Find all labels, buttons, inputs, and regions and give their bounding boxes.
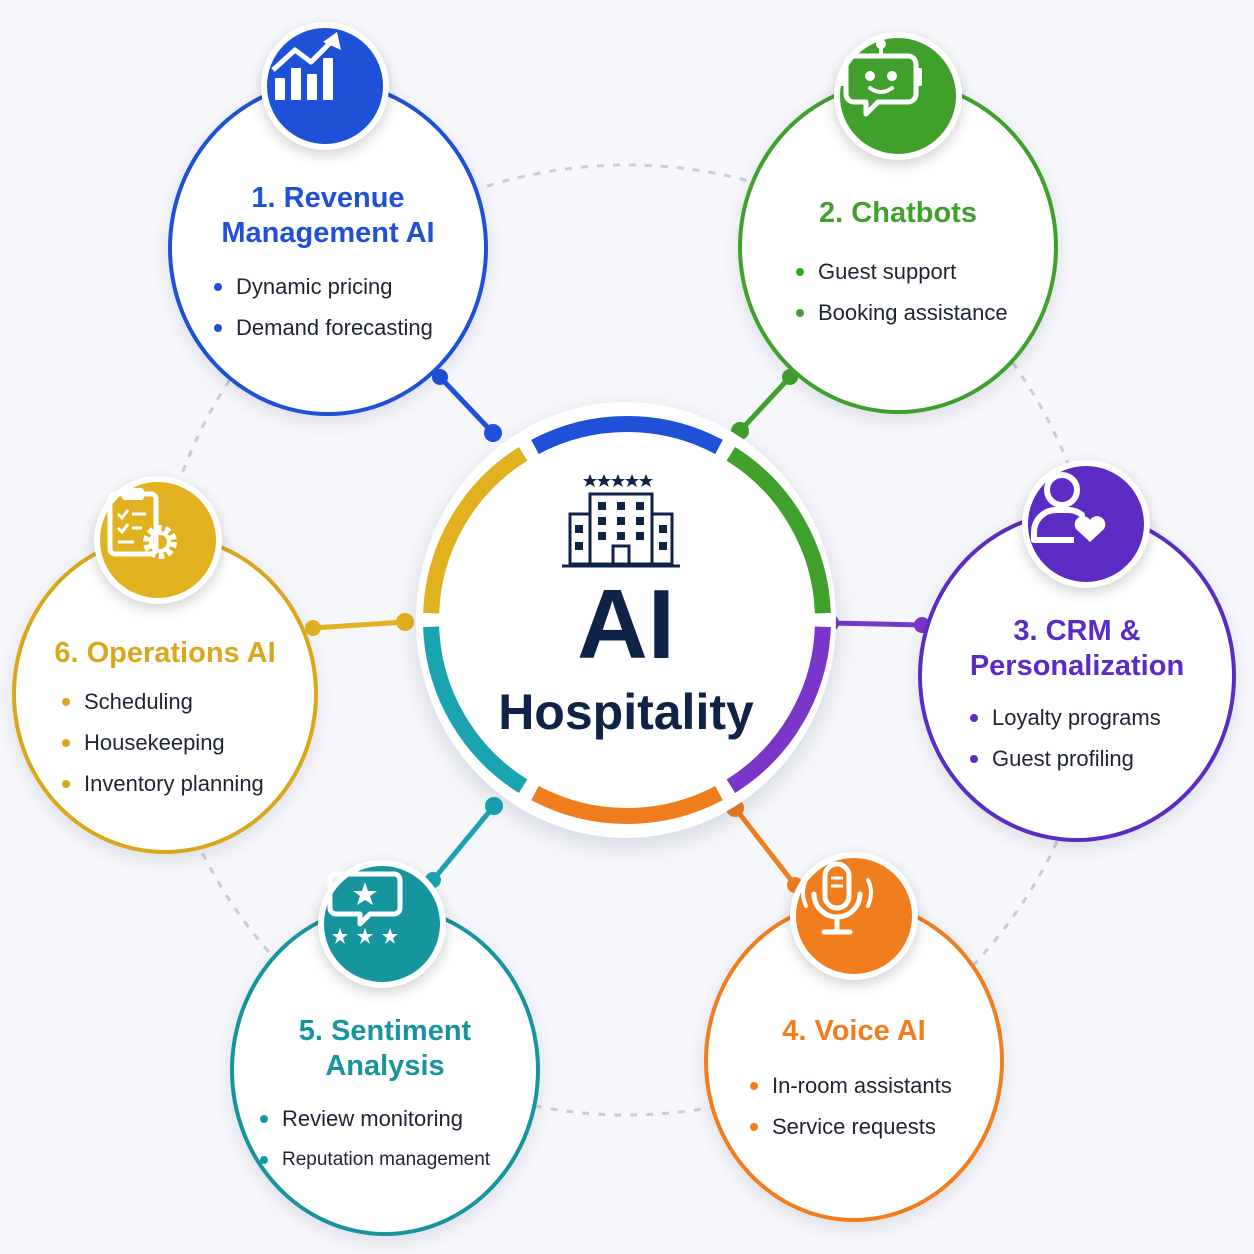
node-title: 1. Revenue Management AI — [221, 182, 435, 249]
list-item: Scheduling — [62, 681, 264, 722]
connector-revenue — [432, 369, 502, 442]
node-title: 6. Operations AI — [54, 637, 276, 669]
item-text: Service requests — [772, 1114, 936, 1139]
item-text: Reputation management — [282, 1149, 491, 1170]
item-text: Scheduling — [84, 689, 193, 714]
center-title: AI — [577, 569, 675, 679]
bullet-dot — [750, 1123, 758, 1131]
list-item: Guest support — [796, 251, 1008, 292]
connector-operations — [305, 613, 414, 636]
item-text: Demand forecasting — [236, 315, 433, 340]
node-item-list: In-room assistants Service requests — [750, 1065, 952, 1147]
hotel-building-icon — [562, 474, 680, 568]
item-text: Guest support — [818, 259, 957, 284]
bullet-dot — [260, 1115, 268, 1123]
list-item: Reputation management — [260, 1139, 490, 1180]
list-item: Review monitoring — [260, 1098, 490, 1139]
five-stars — [583, 474, 653, 487]
node-item-list: Scheduling Housekeeping Inventory planni… — [62, 681, 264, 804]
clipboard-gear-icon — [94, 476, 222, 604]
list-item: Service requests — [750, 1106, 952, 1147]
bullet-dot — [214, 283, 222, 291]
item-text: Guest profiling — [992, 746, 1134, 771]
ring-segment-operations — [423, 447, 528, 614]
item-text: Review monitoring — [282, 1106, 463, 1131]
list-item: Housekeeping — [62, 722, 264, 763]
node-title: 3. CRM & Personalization — [969, 615, 1185, 682]
ring-segment-sentiment — [423, 626, 528, 793]
robot-chat-icon — [834, 32, 962, 160]
node-item-list: Review monitoring Reputation management — [260, 1098, 490, 1180]
microphone-icon — [790, 852, 918, 980]
bullet-dot — [260, 1156, 268, 1164]
node-item-list: Dynamic pricing Demand forecasting — [214, 266, 433, 348]
list-item: Inventory planning — [62, 763, 264, 804]
ring-segment-chatbots — [726, 447, 831, 614]
node-item-list: Loyalty programs Guest profiling — [970, 697, 1161, 779]
list-item: Guest profiling — [970, 738, 1161, 779]
list-item: Loyalty programs — [970, 697, 1161, 738]
growth-chart-icon — [261, 22, 389, 150]
bullet-dot — [796, 309, 804, 317]
bullet-dot — [750, 1082, 758, 1090]
item-text: In-room assistants — [772, 1073, 952, 1098]
bullet-dot — [970, 755, 978, 763]
node-title: 2. Chatbots — [819, 197, 977, 229]
list-item: Booking assistance — [796, 292, 1008, 333]
node-item-list: Guest support Booking assistance — [796, 251, 1008, 333]
ring-segment-voice — [531, 785, 723, 824]
user-heart-icon — [1022, 460, 1150, 588]
item-text: Booking assistance — [818, 300, 1008, 325]
bullet-dot — [62, 698, 70, 706]
ring-segments — [423, 416, 831, 824]
review-stars-icon — [318, 860, 446, 988]
node-title: 4. Voice AI — [782, 1015, 926, 1047]
bullet-dot — [214, 324, 222, 332]
list-item: Demand forecasting — [214, 307, 433, 348]
node-title: 5. Sentiment Analysis — [298, 1015, 472, 1082]
list-item: Dynamic pricing — [214, 266, 433, 307]
bullet-dot — [796, 268, 804, 276]
bullet-dot — [970, 714, 978, 722]
ring-segment-crm — [726, 626, 831, 793]
item-text: Inventory planning — [84, 771, 264, 796]
center-subtitle: Hospitality — [498, 684, 754, 740]
ring-segment-revenue — [531, 416, 723, 455]
bullet-dot — [62, 739, 70, 747]
list-item: In-room assistants — [750, 1065, 952, 1106]
item-text: Loyalty programs — [992, 705, 1161, 730]
bullet-dot — [62, 780, 70, 788]
item-text: Housekeeping — [84, 730, 225, 755]
connector-voice — [726, 799, 803, 893]
item-text: Dynamic pricing — [236, 274, 393, 299]
